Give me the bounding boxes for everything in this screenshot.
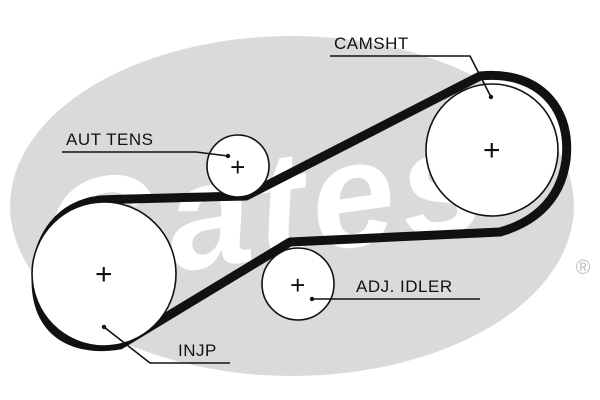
- auto-tensioner-pulley-circle: [206, 134, 270, 198]
- camshaft-leader-dot: [488, 94, 494, 100]
- adjustable-idler-pulley: +: [261, 247, 335, 321]
- adjustable-idler-label: ADJ. IDLER: [356, 277, 453, 296]
- injection-pump-label: INJP: [178, 341, 217, 360]
- injection-pump-pulley-circle: [31, 201, 177, 347]
- injection-pump-leader-dot: [101, 324, 107, 330]
- auto-tensioner-center-marker: +: [230, 152, 246, 182]
- adjustable-idler-pulley-circle: [261, 247, 335, 321]
- auto-tensioner-leader-line: [62, 151, 229, 157]
- adjustable-idler-leader-dot: [309, 296, 315, 302]
- camshaft-pulley: +: [425, 83, 559, 217]
- auto-tensioner-leader-dot: [225, 153, 231, 159]
- camshaft-label: CAMSHT: [334, 34, 409, 53]
- registered-trademark-mark: ®: [576, 257, 591, 279]
- auto-tensioner-pulley: +: [206, 134, 270, 198]
- injection-pump-center-marker: +: [95, 258, 113, 291]
- auto-tensioner-label: AUT TENS: [66, 130, 153, 149]
- adjustable-idler-center-marker: +: [290, 270, 306, 300]
- injection-pump-leader-line: [103, 326, 230, 364]
- camshaft-leader-line: [330, 55, 492, 98]
- camshaft-pulley-circle: [425, 83, 559, 217]
- injection-pump-pulley: +: [31, 201, 177, 347]
- camshaft-center-marker: +: [483, 134, 501, 167]
